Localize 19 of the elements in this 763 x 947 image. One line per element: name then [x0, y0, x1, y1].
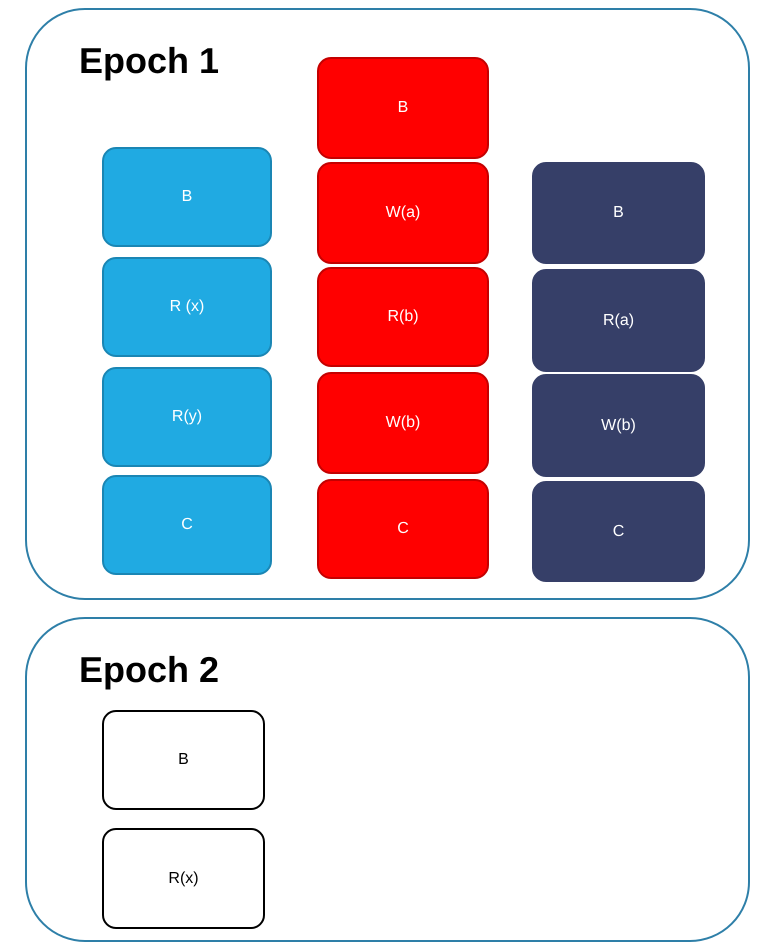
panel-title: Epoch 2	[79, 649, 220, 691]
operation-box: B	[317, 57, 489, 159]
operation-box: R (x)	[102, 257, 272, 357]
epoch-panel	[25, 8, 750, 600]
epoch-panel	[25, 617, 750, 942]
operation-box: W(a)	[317, 162, 489, 264]
operation-box: B	[532, 162, 705, 264]
operation-box: B	[102, 710, 265, 810]
operation-box: C	[317, 479, 489, 579]
operation-box: C	[532, 481, 705, 582]
operation-box: W(b)	[532, 374, 705, 477]
operation-box: R(y)	[102, 367, 272, 467]
panel-title: Epoch 1	[79, 40, 220, 82]
operation-box: R(a)	[532, 269, 705, 372]
operation-box: W(b)	[317, 372, 489, 474]
operation-box: R(b)	[317, 267, 489, 367]
operation-box: R(x)	[102, 828, 265, 929]
operation-box: C	[102, 475, 272, 575]
operation-box: B	[102, 147, 272, 247]
